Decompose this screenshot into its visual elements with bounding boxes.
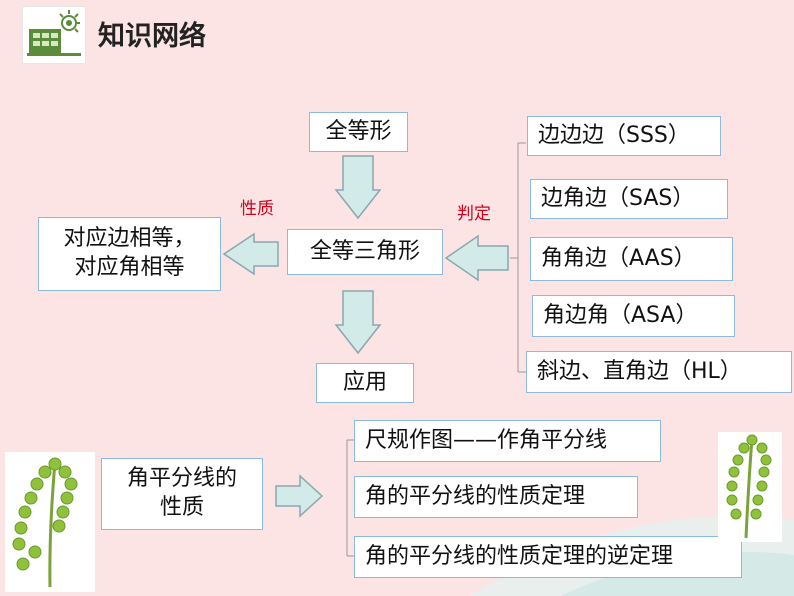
arrow-right-bisector (275, 474, 324, 518)
node-congruent-triangle: 全等三角形 (287, 229, 443, 275)
properties-result-line-2: 对应角相等 (74, 255, 185, 280)
bisector-item-theorem-label: 角的平分线的性质定理 (365, 483, 586, 509)
node-properties-result: 对应边相等， 对应角相等 (38, 217, 221, 291)
label-judgement: 判定 (457, 204, 491, 224)
node-angle-bisector: 角平分线的 性质 (101, 458, 263, 530)
bisector-item-theorem: 角的平分线的性质定理 (354, 476, 638, 518)
properties-result-line-1: 对应边相等， (63, 226, 196, 252)
criterion-sas-label: 边角边（SAS） (541, 185, 695, 211)
criterion-asa: 角边角（ASA） (532, 295, 735, 337)
arrow-left-judgement (444, 234, 509, 282)
node-congruent-shape-label: 全等形 (325, 118, 392, 144)
criterion-sss: 边边边（SSS） (527, 116, 721, 156)
criterion-aas-label: 角角边（AAS） (541, 245, 696, 271)
page-title: 知识网络 (98, 21, 206, 52)
node-congruent-triangle-label: 全等三角形 (309, 238, 420, 264)
label-properties: 性质 (240, 199, 274, 219)
plant-right-icon (718, 432, 782, 542)
criterion-hl: 斜边、直角边（HL） (526, 351, 792, 393)
arrow-left-properties (222, 232, 279, 276)
node-application: 应用 (316, 363, 414, 403)
criterion-aas: 角角边（AAS） (530, 237, 733, 281)
angle-bisector-line-1: 角平分线的 (126, 466, 237, 492)
bisector-item-converse: 角的平分线的性质定理的逆定理 (354, 536, 742, 578)
arrow-down-2 (334, 290, 382, 355)
arrow-down-1 (334, 155, 382, 220)
criterion-hl-label: 斜边、直角边（HL） (537, 358, 742, 384)
plant-left-icon (5, 452, 95, 592)
angle-bisector-line-2: 性质 (159, 495, 204, 520)
node-application-label: 应用 (342, 369, 387, 395)
criterion-asa-label: 角边角（ASA） (543, 302, 698, 328)
criterion-sss-label: 边边边（SSS） (538, 122, 690, 148)
knowledge-network-icon (22, 6, 86, 64)
node-congruent-shape: 全等形 (309, 112, 408, 152)
bisector-item-construction: 尺规作图——作角平分线 (354, 420, 661, 462)
criterion-sas: 边角边（SAS） (530, 179, 728, 219)
bisector-item-converse-label: 角的平分线的性质定理的逆定理 (365, 543, 674, 569)
bisector-item-construction-label: 尺规作图——作角平分线 (365, 427, 608, 453)
